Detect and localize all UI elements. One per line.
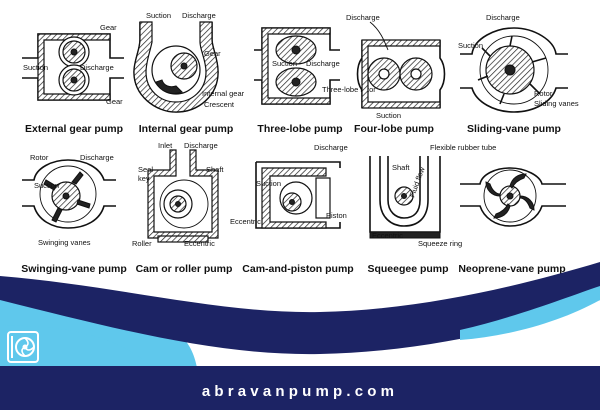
label-swinging-vanes: Swinging vanes (38, 238, 91, 247)
label-rotor: Rotor (534, 89, 553, 98)
label-suction: Suction (23, 63, 48, 72)
swinging-vane-pump: Rotor Discharge Suction Swinging vanes S… (21, 153, 127, 275)
caption-cam-roller: Cam or roller pump (136, 263, 233, 275)
sky-wave-right (460, 286, 600, 340)
left-lobe-rotor (367, 57, 401, 91)
label-discharge: Discharge (182, 11, 216, 20)
label-suction: Suction (256, 179, 281, 188)
label-discharge: Discharge (346, 13, 380, 22)
label-flexible-rubber-tube: Flexible rubber tube (430, 143, 496, 152)
label-discharge: Discharge (80, 63, 114, 72)
cam-and-piston-pump: Discharge Suction Eccentric Piston Cam-a… (230, 143, 354, 275)
caption-three-lobe: Three-lobe pump (257, 123, 342, 135)
label-discharge: Discharge (486, 13, 520, 22)
label-discharge: Discharge (80, 153, 114, 162)
caption-sliding-vane: Sliding-vane pump (467, 123, 561, 135)
label-suction: Suction (146, 11, 171, 20)
lower-gear (58, 64, 90, 96)
label-crescent: Crescent (204, 100, 235, 109)
label-suction: Suction (458, 41, 483, 50)
label-key: key (138, 174, 150, 183)
label-eccentric: Eccentric (372, 231, 403, 240)
label-piston: Piston (326, 211, 347, 220)
caption-swinging-vane: Swinging-vane pump (21, 263, 127, 275)
label-sliding-vanes: Sliding vanes (534, 99, 579, 108)
sliding-vane-pump: Discharge Suction Rotor Sliding vanes Sl… (458, 13, 579, 135)
right-lobe-rotor (399, 57, 433, 91)
label-suction: Suction (376, 111, 401, 120)
label-discharge: Discharge (184, 141, 218, 150)
pump-logo-icon (7, 331, 39, 363)
cam-roller-pump: Inlet Discharge Seal key Shaft Roller Ec… (132, 141, 232, 275)
swinging-vanes (43, 171, 91, 223)
footer-banner (0, 262, 600, 410)
navy-footer-band (0, 366, 600, 410)
four-lobe-pump: Discharge Suction Four-lobe pump (346, 13, 446, 135)
navy-wave-top (0, 262, 600, 355)
label-shaft: Shaft (392, 163, 410, 172)
caption-squeegee: Squeegee pump (367, 263, 448, 275)
label-seal: Seal (138, 165, 153, 174)
label-eccentric: Eccentric (230, 217, 261, 226)
label-three-lobe-rotor: Three-lobe rotor (322, 85, 376, 94)
label-inlet: Inlet (158, 141, 173, 150)
caption-neoprene-vane: Neoprene-vane pump (458, 263, 565, 275)
label-gear-top: Gear (100, 23, 117, 32)
label-gear: Gear (204, 49, 221, 58)
squeegee-pump: Flexible rubber tube Shaft Fluid flow Ec… (367, 143, 496, 275)
label-discharge: Discharge (306, 59, 340, 68)
label-suction: Suction (34, 181, 59, 190)
caption-external-gear: External gear pump (25, 123, 123, 135)
caption-cam-and-piston: Cam-and-piston pump (242, 263, 353, 275)
label-internal-gear: Internal gear (202, 89, 245, 98)
internal-gear-pump: Suction Discharge Gear Internal gear Cre… (133, 11, 245, 135)
external-gear-pump: Gear Suction Discharge Gear External gea… (22, 23, 124, 135)
caption-internal-gear: Internal gear pump (139, 123, 234, 135)
neoprene-vane-pump: Neoprene-vane pump (458, 167, 566, 275)
label-squeeze-ring: Squeeze ring (418, 239, 462, 248)
label-discharge: Discharge (314, 143, 348, 152)
label-eccentric: Eccentric (184, 239, 215, 248)
label-shaft: Shaft (206, 165, 224, 174)
label-suction: Suction (272, 59, 297, 68)
label-rotor: Rotor (30, 153, 49, 162)
neoprene-vanes (485, 173, 535, 219)
sliding-vanes (477, 35, 547, 105)
three-lobe-pump: Suction Discharge Three-lobe rotor Three… (254, 27, 376, 135)
caption-four-lobe: Four-lobe pump (354, 123, 434, 135)
label-gear-bottom: Gear (106, 97, 123, 106)
label-roller: Roller (132, 239, 152, 248)
label-fluid-flow: Fluid flow (407, 165, 426, 198)
upper-gear (58, 36, 90, 68)
